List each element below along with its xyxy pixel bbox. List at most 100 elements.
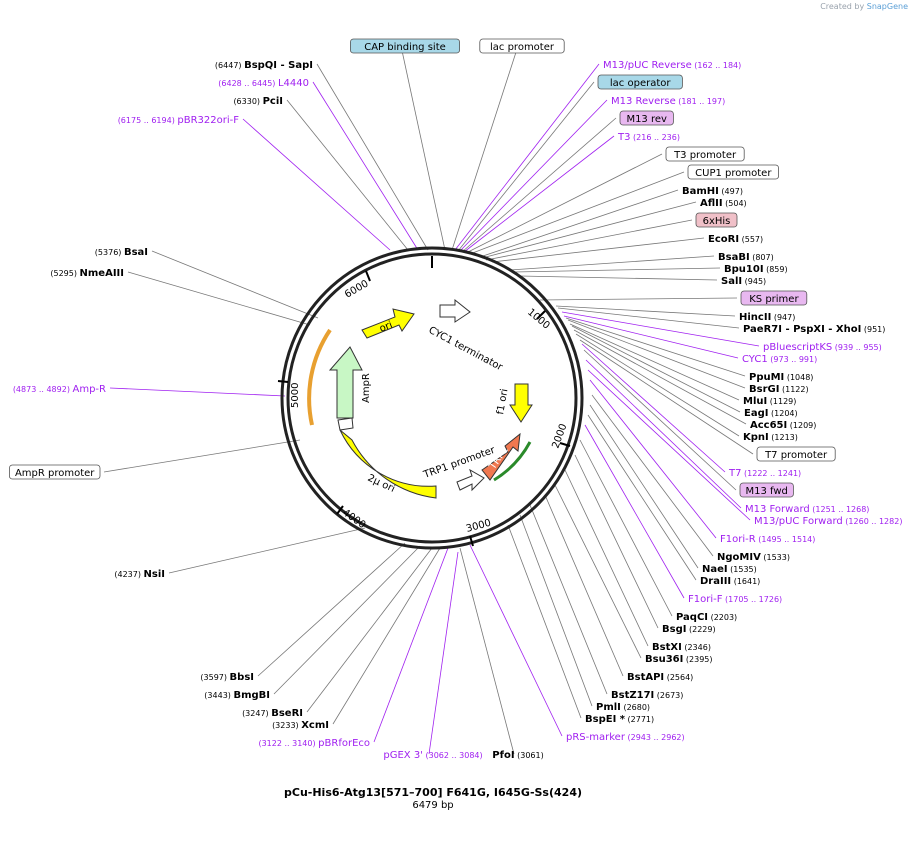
- leader-cup1-promoter: [469, 171, 685, 255]
- leader-bsu36i: [554, 484, 642, 659]
- label-text: pGEX 3' (3062 .. 3084): [383, 750, 482, 761]
- label-name: lac promoter: [490, 42, 555, 53]
- label-eagi: EagI (1204): [744, 408, 798, 419]
- label-ks-primer: KS primer: [740, 290, 808, 306]
- label-hincii: HincII (947): [739, 312, 795, 323]
- backbone-inner: [286, 252, 578, 544]
- label-text: BamHI (497): [682, 186, 743, 197]
- credit-brand: SnapGene: [866, 2, 908, 11]
- leader-naei: [589, 404, 699, 569]
- leader-paer7i: [557, 307, 740, 329]
- label-name: T3 promoter: [673, 150, 737, 161]
- label-name: PaeR7I: [743, 324, 782, 335]
- label-naei: NaeI (1535): [702, 564, 757, 575]
- tick-5000: 5000: [290, 383, 301, 408]
- label-box: [687, 164, 779, 180]
- label-name: SalI: [721, 276, 742, 287]
- leader-bstxi: [564, 469, 649, 647]
- leader-m13-forward: [585, 359, 742, 509]
- label-name: PpuMI: [749, 372, 784, 383]
- label-position: (1222 .. 1241): [741, 469, 801, 478]
- label-position: (1129): [767, 397, 796, 406]
- label-name: CUP1 promoter: [695, 168, 772, 179]
- label-position: (951): [861, 325, 885, 334]
- label-bspei: BspEI * (2771): [585, 714, 654, 725]
- label-position: (2229): [686, 625, 715, 634]
- label-name: BseRI: [271, 708, 303, 719]
- label-name: CAP binding site: [364, 42, 446, 53]
- label-text: EcoRI (557): [708, 234, 763, 245]
- label-name: KS primer: [749, 294, 799, 305]
- label-bsu36i: Bsu36I (2395): [645, 654, 713, 665]
- label-m13-reverse: M13 Reverse (181 .. 197): [611, 96, 725, 107]
- label-f1ori-f: F1ori-F (1705 .. 1726): [688, 594, 782, 605]
- leader-eagi: [571, 325, 741, 413]
- label-name: BstXI: [652, 642, 682, 653]
- leader-xcmi: [332, 547, 441, 725]
- label-bstxi: BstXI (2346): [652, 642, 711, 653]
- label-name: BstAPI: [627, 672, 664, 683]
- label-name: F1ori-F: [688, 594, 723, 605]
- label-bstapi: BstAPI (2564): [627, 672, 693, 683]
- backbone-outer: [280, 246, 584, 550]
- label-text: pBluescriptKS (939 .. 955): [763, 342, 882, 353]
- label-text: PfoI (3061): [492, 750, 543, 761]
- cyc1-terminator-label: CYC1 terminator: [427, 325, 505, 374]
- label-position: (6330): [233, 97, 262, 106]
- label-name: M13 Forward: [745, 504, 810, 515]
- label-position: (3122 .. 3140): [258, 739, 318, 748]
- label-pfoi: PfoI (3061): [492, 750, 543, 761]
- label-bsabi: BsaBI (807): [718, 252, 774, 263]
- leader-cap-binding-site: [400, 45, 446, 251]
- tick-marks: [277, 270, 571, 547]
- label-name: pRS-marker: [566, 732, 626, 743]
- leader-bmgbi: [273, 545, 421, 695]
- label-name: XcmI: [301, 720, 329, 731]
- label-name: T7 promoter: [764, 450, 828, 461]
- leader-t3: [463, 135, 615, 253]
- leader-t7: [581, 343, 726, 473]
- cyc1-terminator-arrow: [439, 298, 471, 323]
- label-name: AflII: [700, 198, 723, 209]
- label-text: (3247) BseRI: [242, 708, 303, 719]
- two-mu-ori-arrow: [339, 429, 437, 499]
- label-position: (1204): [768, 409, 797, 418]
- label-pgex-3: pGEX 3' (3062 .. 3084): [383, 750, 482, 761]
- two-mu-ori-label: 2μ ori: [366, 473, 397, 495]
- label-ecori: EcoRI (557): [708, 234, 763, 245]
- label-box: [739, 482, 794, 498]
- label-cup1-promoter: CUP1 promoter: [687, 164, 779, 180]
- label-box: [597, 74, 683, 90]
- leader-amp-r: [109, 387, 286, 397]
- label-text: (6175 .. 6194) pBR322ori-F: [118, 115, 240, 126]
- label-text: DraIII (1641): [700, 576, 760, 587]
- label-text: (4237) NsiI: [114, 569, 165, 580]
- label-name: Bpu10I: [724, 264, 764, 275]
- leader-paqci: [579, 439, 673, 617]
- label-position: (3062 .. 3084): [423, 751, 483, 760]
- label-position: (5376): [95, 248, 124, 257]
- label-name: PfoI: [492, 750, 514, 761]
- label-text: T3 (216 .. 236): [617, 132, 680, 143]
- label-position: (1213): [769, 433, 798, 442]
- label-name: BspQI: [244, 60, 277, 71]
- label-6xhis: 6xHis: [695, 212, 738, 228]
- label-position: (1048): [784, 373, 813, 382]
- label-lac-promoter: lac promoter: [479, 38, 565, 54]
- leader-kpni: [575, 333, 740, 437]
- label-text: CYC1 (973 .. 991): [742, 354, 817, 365]
- leader-m13-rev: [461, 117, 617, 253]
- label-position: (2943 .. 2962): [625, 733, 685, 742]
- label-text: MluI (1129): [743, 396, 796, 407]
- label-position: (2346): [682, 643, 711, 652]
- label-t7-promoter: T7 promoter: [756, 446, 836, 462]
- label-name: M13 fwd: [745, 486, 787, 497]
- leader-cyc1: [563, 315, 739, 359]
- label-m13-puc-reverse: M13/pUC Reverse (162 .. 184): [603, 60, 741, 71]
- label-bsai: (5376) BsaI: [95, 247, 148, 258]
- label-sali: SalI (945): [721, 276, 766, 287]
- leader-pbrforeco: [373, 547, 449, 743]
- ampr-promoter-arrow: [337, 417, 354, 431]
- label-aflii: AflII (504): [700, 198, 747, 209]
- label-pcii: (6330) PciI: [233, 96, 283, 107]
